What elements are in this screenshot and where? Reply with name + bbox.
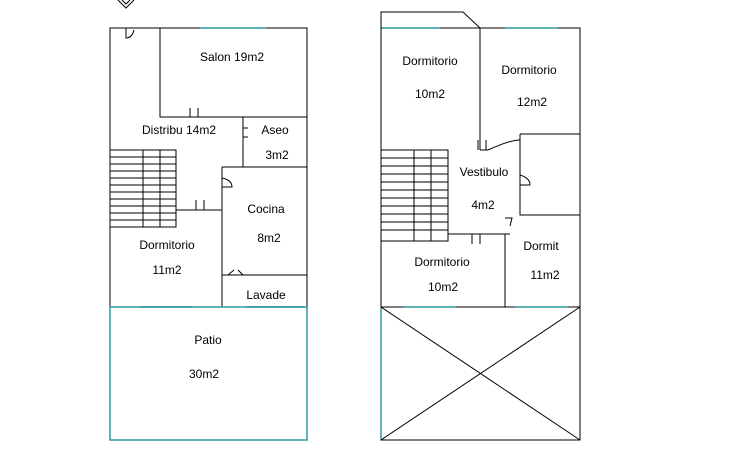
cocina-label: Cocina [247,202,285,216]
lavadero-label: Lavade [246,288,286,302]
upper-doors [471,139,531,244]
salon-label: Salon 19m2 [200,50,264,64]
dormitorio-4-area: 11m2 [530,268,559,282]
vestibulo-label: Vestibulo [460,165,509,179]
aseo-area: 3m2 [265,148,289,162]
cocina-wall [221,166,243,307]
dormitorio-1-area: 10m2 [415,87,445,101]
upper-stairs [380,149,449,242]
vestibulo-area: 4m2 [471,198,495,212]
dormitorio-2-wall [480,133,580,216]
upper-floor-plan: Dormitorio 10m2 Dormitorio 12m2 Vestibul… [380,11,581,441]
aseo-label: Aseo [261,123,289,137]
salon-wall [159,28,307,118]
ground-stairs [109,149,177,228]
patio-area: 30m2 [189,367,219,381]
dormitorio-1-label: Dormitorio [402,54,458,68]
terrace-void [380,306,581,441]
patio-outline [109,306,308,441]
distribuidor-label: Distribu 14m2 [142,123,216,137]
north-arrow-icon [117,0,135,9]
dormitorio-2-area: 12m2 [517,95,547,109]
dormitorio-4-label: Dormit [523,239,559,253]
ground-doors [125,28,248,276]
patio-label: Patio [194,333,222,347]
dormitorio-3-area: 10m2 [428,280,458,294]
dormitorio-label: Dormitorio [139,238,195,252]
cocina-area: 8m2 [257,231,281,245]
ground-floor-plan: Salon 19m2 Distribu 14m2 Aseo 3m2 Cocina… [109,27,308,441]
dormitorio-2-label: Dormitorio [501,63,557,77]
dormitorio-3-label: Dormitorio [414,255,470,269]
dormitorio-area: 11m2 [152,263,181,277]
